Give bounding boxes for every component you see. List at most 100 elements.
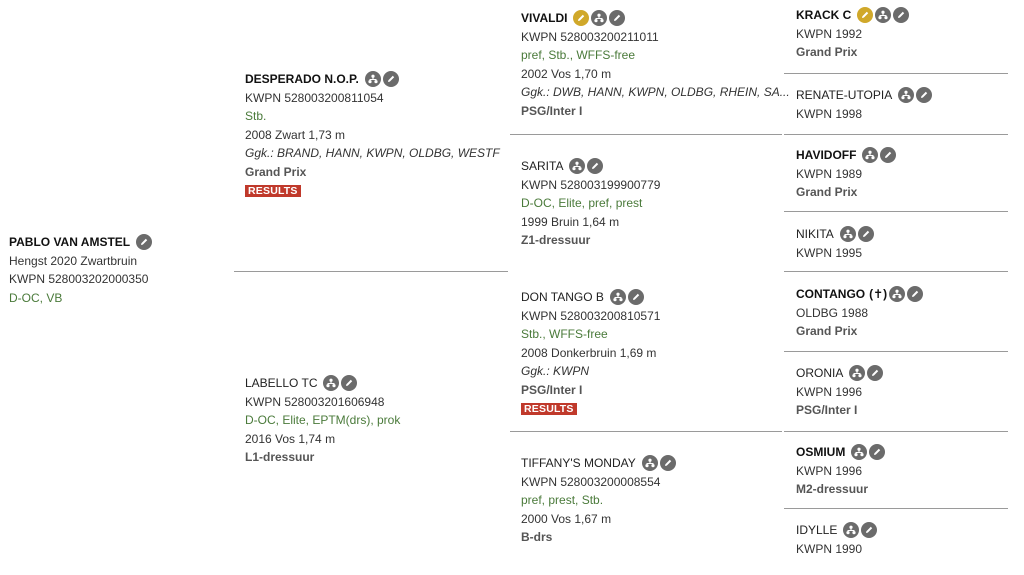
sire-ggk: Ggk.: BRAND, HANN, KWPN, OLDBG, WESTF (245, 146, 500, 160)
ancestor-level: Grand Prix (796, 45, 858, 59)
ancestor-idylle: IDYLLE KWPN 1990 (796, 521, 878, 558)
divider-g0-g1 (784, 73, 1008, 74)
pedigree-tree-icon[interactable] (609, 289, 626, 306)
dam-sire-ggk: Ggk.: KWPN (521, 364, 590, 378)
subject-sex-year-color: Hengst 2020 Zwartbruin (9, 253, 138, 268)
pedigree-tree-icon[interactable] (641, 455, 658, 472)
sire-sire-name[interactable]: VIVALDI (521, 9, 626, 28)
approved-stallion-icon[interactable] (857, 7, 874, 24)
dam-dam-birth: 2000 Vos 1,67 m (521, 511, 612, 526)
ancestor-registration: KWPN 1995 (796, 245, 863, 260)
edit-pencil-icon[interactable] (659, 455, 676, 472)
dam-sire-titles: Stb., WFFS-free (521, 327, 608, 341)
ancestor-name[interactable]: NIKITA (796, 225, 874, 244)
ancestor-registration: KWPN 1996 (796, 463, 863, 478)
sire-dam-birth: 1999 Bruin 1,64 m (521, 214, 620, 229)
ancestor-registration: KWPN 1996 (796, 384, 863, 399)
ancestor-name[interactable]: CONTANGO (✝) (796, 285, 924, 304)
pedigree-tree-icon[interactable] (849, 365, 866, 382)
pedigree-tree-icon[interactable] (851, 444, 868, 461)
dam-dam: TIFFANY'S MONDAY KWPN 528003200008554 pr… (521, 454, 676, 547)
sire-sire-registration: KWPN 528003200211011 (521, 29, 659, 44)
ancestor-name[interactable]: RENATE-UTOPIA (796, 86, 933, 105)
edit-pencil-icon[interactable] (907, 286, 924, 303)
edit-pencil-icon[interactable] (880, 147, 897, 164)
ancestor-name[interactable]: KRACK C (796, 6, 910, 25)
edit-pencil-icon[interactable] (867, 365, 884, 382)
sire-dam: SARITA KWPN 528003199900779 D-OC, Elite,… (521, 157, 660, 250)
sire-results-badge[interactable]: RESULTS (245, 185, 301, 197)
edit-pencil-icon[interactable] (627, 289, 644, 306)
dam-sire-results-badge[interactable]: RESULTS (521, 403, 577, 415)
edit-pencil-icon[interactable] (861, 522, 878, 539)
sire-dam-level: Z1-dressuur (521, 233, 591, 247)
divider-g3-g4 (784, 271, 1008, 272)
ancestor-renate-utopia: RENATE-UTOPIA KWPN 1998 (796, 86, 933, 123)
sire-sire-birth: 2002 Vos 1,70 m (521, 66, 612, 81)
pedigree-tree-icon[interactable] (889, 286, 906, 303)
ancestor-registration: KWPN 1992 (796, 26, 863, 41)
edit-pencil-icon[interactable] (916, 87, 933, 104)
divider-g2-g3 (784, 211, 1008, 212)
edit-pencil-icon[interactable] (857, 226, 874, 243)
pedigree-tree-icon[interactable] (323, 375, 340, 392)
ancestor-name[interactable]: ORONIA (796, 364, 884, 383)
pedigree-tree-icon[interactable] (898, 87, 915, 104)
sire-dam-name[interactable]: SARITA (521, 157, 604, 176)
pedigree-tree-icon[interactable] (364, 71, 381, 88)
divider-g6-g7 (784, 508, 1008, 509)
subject-name[interactable]: PABLO VAN AMSTEL (9, 233, 153, 252)
ancestor-registration: KWPN 1998 (796, 106, 863, 121)
sire: DESPERADO N.O.P. KWPN 528003200811054 St… (245, 70, 500, 200)
divider-sire-dam (234, 271, 508, 272)
approved-stallion-icon[interactable] (573, 10, 590, 27)
dam-level: L1-dressuur (245, 450, 315, 464)
edit-pencil-icon[interactable] (609, 10, 626, 27)
ancestor-name[interactable]: OSMIUM (796, 443, 886, 462)
sire-sire: VIVALDI KWPN 528003200211011 pref, Stb.,… (521, 9, 790, 120)
ancestor-osmium: OSMIUM KWPN 1996 M2-dressuur (796, 443, 886, 499)
ancestor-name[interactable]: HAVIDOFF (796, 146, 897, 165)
pedigree-tree-icon[interactable] (839, 226, 856, 243)
pedigree-tree-icon[interactable] (862, 147, 879, 164)
dam-name[interactable]: LABELLO TC (245, 374, 358, 393)
pedigree-tree-icon[interactable] (875, 7, 892, 24)
dam-registration: KWPN 528003201606948 (245, 394, 385, 409)
divider-ds-dd (510, 431, 782, 432)
pedigree-tree-icon[interactable] (843, 522, 860, 539)
divider-g1-g2 (784, 134, 1008, 135)
dam-titles: D-OC, Elite, EPTM(drs), prok (245, 413, 401, 427)
sire-dam-registration: KWPN 528003199900779 (521, 177, 661, 192)
pedigree-tree-icon[interactable] (591, 10, 608, 27)
edit-pencil-icon[interactable] (587, 158, 604, 175)
ancestor-level: M2-dressuur (796, 482, 869, 496)
ancestor-level: Grand Prix (796, 185, 858, 199)
ancestor-level: PSG/Inter I (796, 403, 858, 417)
dam-sire: DON TANGO B KWPN 528003200810571 Stb., W… (521, 288, 660, 418)
sire-sire-level: PSG/Inter I (521, 103, 583, 118)
edit-pencil-icon[interactable] (893, 7, 910, 24)
ancestor-name[interactable]: IDYLLE (796, 521, 878, 540)
edit-pencil-icon[interactable] (341, 375, 358, 392)
subject-registration: KWPN 528003202000350 (9, 272, 149, 286)
dam-sire-birth: 2008 Donkerbruin 1,69 m (521, 345, 657, 360)
sire-registration: KWPN 528003200811054 (245, 90, 384, 105)
ancestor-havidoff: HAVIDOFF KWPN 1989 Grand Prix (796, 146, 897, 202)
sire-name[interactable]: DESPERADO N.O.P. (245, 70, 399, 89)
divider-ss-sd (510, 134, 782, 135)
subject-titles: D-OC, VB (9, 290, 63, 305)
ancestor-registration: KWPN 1989 (796, 166, 863, 181)
edit-pencil-icon[interactable] (136, 234, 153, 251)
ancestor-krack-c: KRACK C KWPN 1992 Grand Prix (796, 6, 910, 62)
edit-pencil-icon[interactable] (382, 71, 399, 88)
sire-birth: 2008 Zwart 1,73 m (245, 127, 346, 142)
dam-sire-name[interactable]: DON TANGO B (521, 288, 644, 307)
ancestor-contango: CONTANGO (✝) OLDBG 1988 Grand Prix (796, 285, 924, 341)
deceased-cross-icon: (✝) (869, 287, 888, 301)
dam-dam-name[interactable]: TIFFANY'S MONDAY (521, 454, 676, 473)
edit-pencil-icon[interactable] (869, 444, 886, 461)
sire-sire-titles: pref, Stb., WFFS-free (521, 48, 636, 62)
pedigree-tree-icon[interactable] (569, 158, 586, 175)
sire-titles: Stb. (245, 109, 267, 123)
ancestor-oronia: ORONIA KWPN 1996 PSG/Inter I (796, 364, 884, 420)
